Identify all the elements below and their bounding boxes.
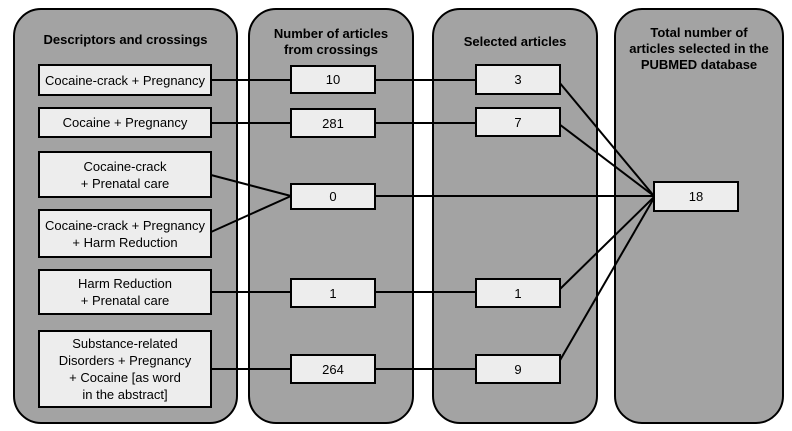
selected-count-box: 3	[475, 64, 561, 95]
crossing-count-box: 10	[290, 65, 376, 94]
connector-line	[210, 174, 292, 197]
panel-selected-articles-title: Selected articles	[463, 34, 567, 49]
total-box: 18	[653, 181, 739, 212]
panel-descriptors-title: Descriptors and crossings	[43, 32, 208, 47]
descriptor-box: Cocaine-crack + Prenatal care	[38, 151, 212, 198]
crossing-count-box: 281	[290, 108, 376, 138]
crossing-count-box: 0	[290, 183, 376, 210]
selected-count-box: 7	[475, 107, 561, 137]
crossing-count-box: 1	[290, 278, 376, 308]
crossing-count-box: 264	[290, 354, 376, 384]
connector-line	[210, 195, 292, 233]
descriptor-box: Substance-related Disorders + Pregnancy …	[38, 330, 212, 408]
connector-line	[558, 123, 655, 197]
connector-line	[558, 197, 655, 363]
selected-count-box: 9	[475, 354, 561, 384]
panel-total: Total number of articles selected in the…	[614, 8, 784, 424]
connector-line	[558, 196, 655, 291]
connector-line	[558, 81, 655, 197]
descriptor-box: Cocaine-crack + Pregnancy + Harm Reducti…	[38, 209, 212, 258]
descriptor-box: Cocaine-crack + Pregnancy	[38, 64, 212, 96]
panel-total-title: Total number of articles selected in the…	[629, 25, 769, 72]
selected-count-box: 1	[475, 278, 561, 308]
descriptor-box: Cocaine + Pregnancy	[38, 107, 212, 138]
panel-crossing-counts-title: Number of articles from crossings	[273, 26, 389, 57]
descriptor-box: Harm Reduction + Prenatal care	[38, 269, 212, 315]
